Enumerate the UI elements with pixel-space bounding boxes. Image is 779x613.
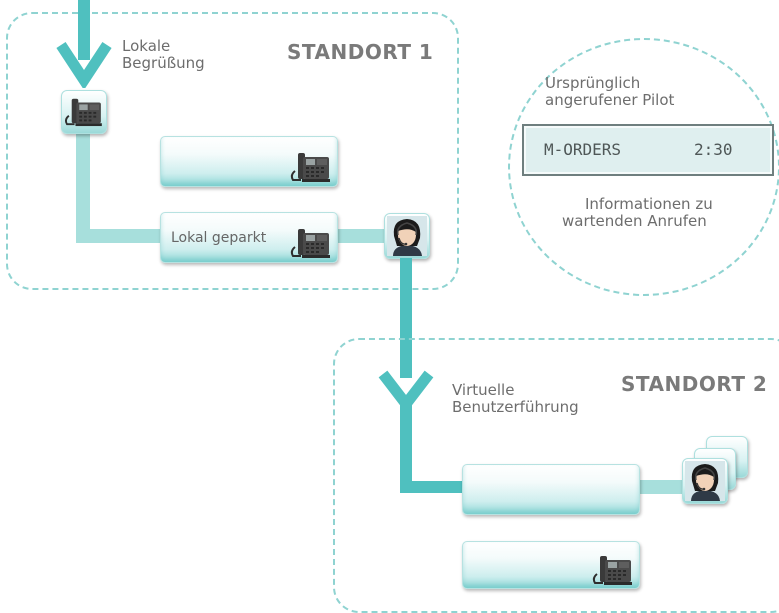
site2-vertical-connector (400, 405, 412, 491)
queue-box-3[interactable] (462, 464, 640, 515)
greeting-phone-tile[interactable] (61, 90, 107, 134)
parked-queue-box[interactable]: Lokal geparkt (160, 212, 338, 263)
greeting-label-line1: Lokale (122, 37, 171, 55)
agent-icon (387, 216, 427, 256)
site2-title: STANDORT 2 (621, 372, 768, 396)
agent-icon (685, 461, 725, 501)
display-time: 2:30 (694, 140, 733, 159)
site2-horizontal-connector (400, 481, 466, 493)
queue-box-1[interactable] (160, 136, 338, 187)
phone-icon (289, 225, 331, 259)
site1-vertical-connector (76, 130, 90, 236)
greeting-label-line2: Begrüßung (122, 54, 205, 72)
queue-box-4[interactable] (462, 541, 640, 589)
phone-icon (63, 95, 103, 127)
caller-display: M-ORDERS 2:30 (522, 124, 774, 176)
queue-to-agents-connector (638, 480, 684, 494)
inter-site-connector (400, 258, 412, 370)
site1-horizontal-connector (76, 229, 162, 243)
parked-to-agent-connector (337, 229, 387, 243)
pilot-label-line1: Ursprünglich (545, 74, 641, 92)
agent-tile-site1[interactable] (384, 213, 430, 259)
pilot-label-line2: angerufener Pilot (545, 91, 675, 109)
guide-label-line1: Virtuelle (452, 381, 515, 399)
agent-tile-site2[interactable] (682, 458, 728, 504)
arrow-down-icon (56, 0, 112, 88)
arrow-down-icon (378, 358, 434, 412)
phone-icon (591, 552, 633, 586)
parked-label: Lokal geparkt (171, 230, 267, 246)
guide-label-line2: Benutzerführung (452, 398, 579, 416)
waiting-label-line2: wartenden Anrufen (562, 212, 707, 230)
phone-icon (289, 149, 331, 183)
waiting-label-line1: Informationen zu (585, 195, 713, 213)
site2-frame (333, 338, 779, 613)
site1-title: STANDORT 1 (287, 40, 434, 64)
display-name: M-ORDERS (544, 140, 622, 159)
site1-frame (6, 12, 459, 290)
